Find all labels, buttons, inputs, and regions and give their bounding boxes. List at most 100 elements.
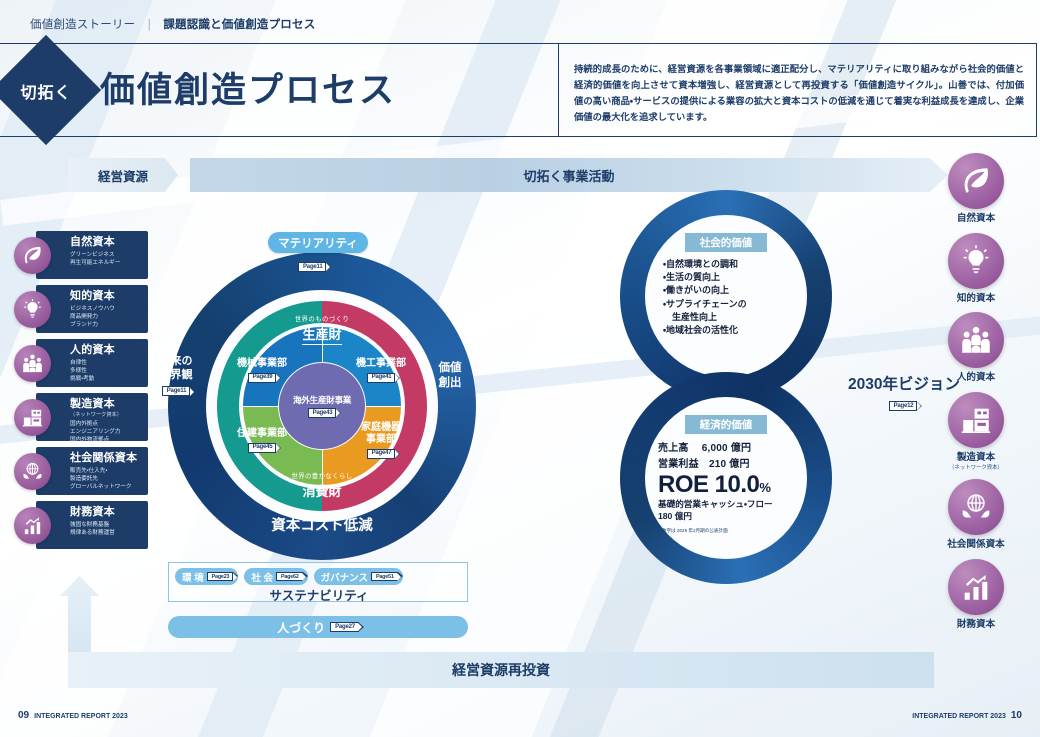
capital-icon-item[interactable]: 人的資本 xyxy=(930,312,1022,384)
capital-card[interactable]: 製造資本（ネットワーク資本）国内外拠点 エンジニアリング力 国内外物流拠点 xyxy=(14,393,148,443)
sustainability-label: サステナビリティ xyxy=(269,589,369,603)
value-creation-circle: 世界のものづくり 生産財 世界の豊かなくらし 消費財 機械事業部 Page39 … xyxy=(168,252,476,560)
breadcrumb-item-2[interactable]: 課題認識と価値創造プロセス xyxy=(163,19,316,31)
capital-title: 知的資本 xyxy=(70,290,115,302)
page-badge[interactable]: Page23 xyxy=(206,572,238,582)
core-overseas-business[interactable]: 海外生産財事業 Page43 xyxy=(278,362,366,450)
globe-hands-icon xyxy=(14,453,51,490)
page-badge[interactable]: Page41 xyxy=(366,372,401,383)
page-title: 価値創造プロセス xyxy=(100,71,397,110)
capital-card[interactable]: 社会関係資本販売先・仕入先・ 製造委託先 グローバルネットワーク xyxy=(14,447,148,495)
capital-icon-label: 人的資本 xyxy=(956,372,996,383)
footer-left-text: INTEGRATED REPORT 2023 xyxy=(34,713,128,720)
materiality-page-badge-wrap: Page11 xyxy=(298,255,333,273)
breadcrumb-item-1[interactable]: 価値創造ストーリー xyxy=(30,19,136,31)
segment-name: 住建事業部 xyxy=(237,428,287,439)
segment-name: 家庭機器 事業部 xyxy=(361,422,401,445)
value-creation-label: 価値 創出 xyxy=(438,362,462,389)
section-diamond-label: 切拓く xyxy=(20,85,72,102)
page-badge[interactable]: Page62 xyxy=(275,572,308,582)
segment-name: 機工事業部 xyxy=(356,358,406,369)
econ-roe-value: ROE 10.0 xyxy=(658,471,760,498)
page-badge[interactable]: Page11 xyxy=(161,386,196,397)
sustainability-pill-label: 環 境 xyxy=(182,572,204,584)
capital-title: 社会関係資本 xyxy=(70,452,138,464)
social-value-item: ・生活の質向上 xyxy=(663,272,721,283)
leaf-icon xyxy=(14,237,51,274)
cost-reduction-label: 資本コスト低減 xyxy=(271,518,373,534)
page-badge[interactable]: Page51 xyxy=(370,572,403,582)
production-goods-tagline: 世界のものづくり xyxy=(294,316,350,323)
page-badge[interactable]: Page27 xyxy=(330,622,364,633)
capital-card[interactable]: 財務資本強固な財務基盤 規律ある財務運営 xyxy=(14,501,148,549)
resources-tag: 経営資源 xyxy=(68,158,178,192)
econ-roe: ROE 10.0% xyxy=(658,471,810,498)
capital-paren: （ネットワーク資本） xyxy=(70,411,122,418)
lead-paragraph: 持続的成長のために、経営資源を各事業領域に適正配分し、マテリアリティに取り組みな… xyxy=(574,64,1024,122)
capital-icon-label: 知的資本 xyxy=(956,292,996,304)
people-development-bar[interactable]: 人づくり Page27 xyxy=(168,616,468,638)
future-worldview-label: 将来の 世界観 Page11 xyxy=(152,355,200,397)
title-band xyxy=(0,43,1037,137)
capital-icon-label: 社会関係資本 xyxy=(947,539,1005,550)
growth-chart-icon xyxy=(948,558,1004,615)
footer-right-text: INTEGRATED REPORT 2023 xyxy=(912,713,1006,720)
top-bar: 価値創造ストーリー | 課題認識と価値創造プロセス xyxy=(0,0,1040,44)
capital-card[interactable]: 自然資本グリーンビジネス 再生可能エネルギー xyxy=(14,231,148,279)
capital-subtext: グリーンビジネス 再生可能エネルギー xyxy=(70,251,121,266)
page-badge[interactable]: Page11 xyxy=(298,262,333,273)
lightbulb-icon xyxy=(948,232,1004,289)
capital-title: 財務資本 xyxy=(70,506,115,518)
econ-cashflow-label: 基礎的営業キャッシュ・フロー xyxy=(658,499,773,510)
left-capital-list: 自然資本グリーンビジネス 再生可能エネルギー知的資本ビジネスノウハウ 商品開発力… xyxy=(14,231,148,555)
social-value-heading: 社会的価値 xyxy=(685,233,767,252)
page-badge[interactable]: Page43 xyxy=(307,408,342,419)
economic-value-body: 売上高 6,000 億円 営業利益 210 億円 ROE 10.0% 基礎的営業… xyxy=(658,439,810,534)
vision-2030: 2030年ビジョン Page12 xyxy=(848,372,960,412)
segment-label-kikou: 機工事業部 Page41 xyxy=(344,358,418,383)
capital-subtext: ビジネスノウハウ 商品開発力 ブランド力 xyxy=(70,305,115,328)
capital-icon-item[interactable]: 社会関係資本 xyxy=(930,479,1022,551)
capital-title: 人的資本 xyxy=(70,344,115,356)
capital-card[interactable]: 知的資本ビジネスノウハウ 商品開発力 ブランド力 xyxy=(14,285,148,333)
sustainability-pill-label: 社 会 xyxy=(251,572,273,584)
capital-icon-label: 製造資本 xyxy=(956,451,996,463)
econ-roe-unit: % xyxy=(759,480,771,495)
social-value-list: ・自然環境との調和・生活の質向上・働きがいの向上・サプライチェーンの 生産性向上… xyxy=(663,258,805,337)
value-infinity-group: 社会的価値 ・自然環境との調和・生活の質向上・働きがいの向上・サプライチェーンの… xyxy=(600,190,850,590)
segment-label-kikai: 機械事業部 Page39 xyxy=(225,358,299,383)
segment-label-katei: 家庭機器 事業部 Page47 xyxy=(344,422,418,459)
page-badge[interactable]: Page47 xyxy=(366,448,401,459)
consumer-goods-title: 消費財 xyxy=(302,484,342,499)
page-badge[interactable]: Page12 xyxy=(888,401,923,412)
capital-icon-item[interactable]: 製造資本（ネットワーク資本） xyxy=(930,391,1022,471)
segment-name: 機械事業部 xyxy=(237,358,287,369)
capital-icon-item[interactable]: 自然資本 xyxy=(930,153,1022,225)
page-badge[interactable]: Page45 xyxy=(247,442,282,453)
people-icon xyxy=(14,345,51,382)
lightbulb-icon xyxy=(14,291,51,328)
social-value-item: ・自然環境との調和 xyxy=(663,259,738,269)
materiality-pill[interactable]: マテリアリティ xyxy=(268,232,368,253)
econ-note: ※数字は 2025 年2月期の公表計画 xyxy=(658,527,728,533)
capital-icon-item[interactable]: 財務資本 xyxy=(930,558,1022,631)
reinvest-bar: 経営資源再投資 xyxy=(68,652,934,688)
social-value-item: ・働きがいの向上 xyxy=(663,285,730,296)
capital-card[interactable]: 人的資本自律性 多様性 挑戦・考動 xyxy=(14,339,148,387)
reinvest-arrow-stem xyxy=(68,590,91,654)
page-badge[interactable]: Page39 xyxy=(247,372,282,383)
right-capital-list: 自然資本知的資本人的資本製造資本（ネットワーク資本） 社会関係資本財務資本 xyxy=(930,153,1022,638)
sustainability-pill-label: ガバナンス xyxy=(320,572,368,584)
footer-right-page-number: 10 xyxy=(1010,710,1022,721)
capital-icon-item[interactable]: 知的資本 xyxy=(930,232,1022,305)
social-value-item: ・サプライチェーンの 生産性向上 xyxy=(663,298,747,322)
capital-icon-label: 財務資本 xyxy=(956,618,996,630)
capital-subtext: 強固な財務基盤 規律ある財務運営 xyxy=(70,521,115,536)
